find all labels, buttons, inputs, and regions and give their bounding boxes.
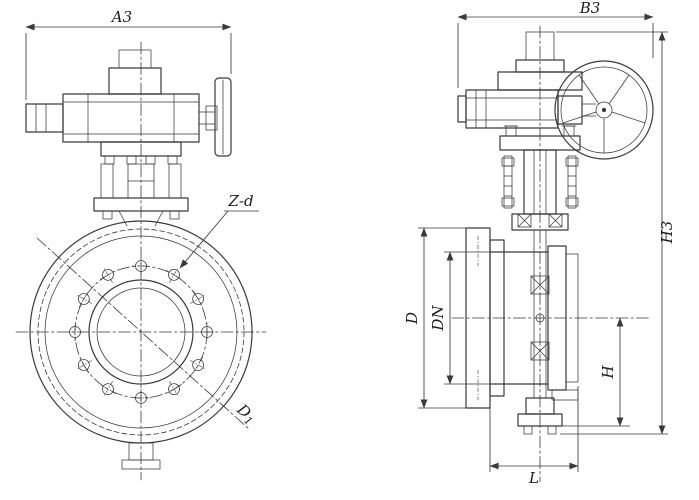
dim-b3: B3 [457, 0, 654, 88]
dim-z-d-label: Z-d [227, 192, 253, 210]
upper-bearing [530, 275, 550, 295]
dim-d1: D1 [232, 400, 260, 428]
dim-dn: DN [429, 251, 490, 385]
actuator-side [457, 31, 597, 129]
bolt-circle-diagonal-centerline [36, 237, 250, 430]
dim-d1-label: D1 [232, 400, 260, 428]
dim-a3-label: A3 [110, 8, 132, 26]
dim-a3: A3 [25, 8, 232, 100]
lower-bearing [530, 341, 550, 361]
dim-h-label: H [599, 365, 617, 380]
valve-body-side [465, 213, 579, 435]
actuator-front [25, 49, 232, 157]
mounting-bracket-front [93, 141, 189, 227]
dim-d: D [403, 227, 466, 409]
front-view: A3 [15, 8, 267, 481]
dim-z-d: Z-d [179, 192, 259, 269]
disc-pivot [535, 313, 545, 323]
side-view: B3 H3 [403, 0, 676, 487]
valve-body-front [29, 220, 253, 470]
dim-d-label: D [403, 312, 421, 325]
dim-l-label: L [528, 469, 539, 487]
handwheel-icon [554, 60, 654, 160]
handwheel-edge-icon [214, 77, 232, 157]
dim-h: H [562, 317, 630, 427]
packing-gland [517, 213, 563, 228]
dim-l: L [489, 386, 579, 487]
dim-h3-label: H3 [658, 221, 676, 245]
dim-dn-label: DN [429, 305, 447, 332]
dim-b3-label: B3 [579, 0, 601, 17]
mounting-bracket-side [499, 125, 581, 215]
